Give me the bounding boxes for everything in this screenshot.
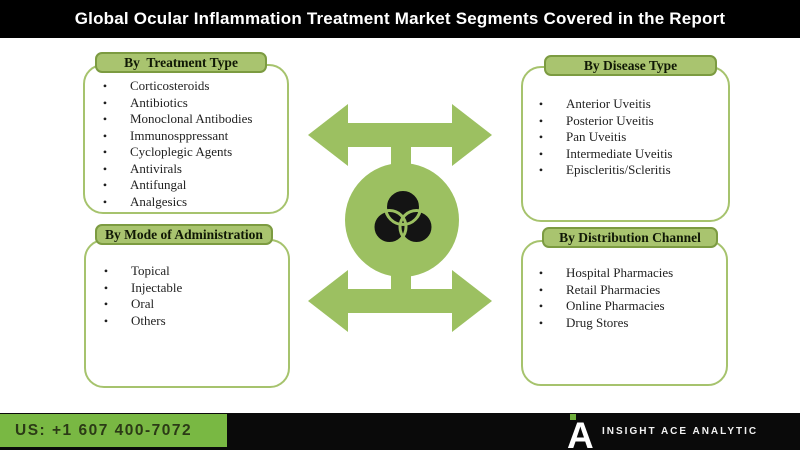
list-item: • Posterior Uveitis [535,113,722,130]
list-item-label: Hospital Pharmacies [566,265,674,280]
brand-logo-icon: A [567,414,594,449]
bullet-icon: • [102,112,108,126]
bullet-icon: • [538,130,544,144]
list-item-label: Oral [131,296,155,311]
list-item: • Antivirals [99,161,281,178]
bullet-icon: • [538,315,544,330]
box-disease-type: • Anterior Uveitis • Posterior Uveitis • Pan … [521,66,730,222]
bullet-icon: • [538,163,544,177]
bullet-icon: • [538,113,544,128]
bullet-icon: • [103,280,109,295]
bullet-icon: • [538,97,544,111]
list-item-label: Posterior Uveitis [566,112,654,128]
treatment-type-list: • Corticosteroids • Antibiotics • Monoclonal … [99,78,281,210]
list-item: • Others [100,313,282,330]
list-item-label: Others [131,312,166,328]
bullet-icon: • [102,161,108,176]
bullet-icon: • [103,264,109,278]
list-item: • Antibiotics [99,95,281,112]
list-item: • Topical [100,263,282,280]
brand-logo-letter: A [567,415,594,449]
bullet-icon: • [102,194,108,209]
list-item: • Pan Uveitis [535,129,722,146]
header-mode-of-administration: By Mode of Administration [95,224,273,245]
list-item-label: Episcleritis/Scleritis [566,162,671,177]
list-item: • Episcleritis/Scleritis [535,162,722,179]
list-item-label: Analgesics [130,193,188,209]
list-item-label: Antibiotics [130,94,188,110]
disease-type-list: • Anterior Uveitis • Posterior Uveitis • Pan … [535,96,722,179]
list-item-label: Drug Stores [566,314,629,330]
brand-name: INSIGHT ACE ANALYTIC [602,426,759,437]
list-item: • Cycloplegic Agents [99,144,281,161]
list-item: • Corticosteroids [99,78,281,95]
bullet-icon: • [538,299,544,313]
list-item: • Monoclonal Antibodies [99,111,281,128]
box-treatment-type: • Corticosteroids • Antibiotics • Monoclonal … [83,64,289,214]
bullet-icon: • [102,79,108,93]
bullet-icon: • [102,145,108,159]
list-item: • Online Pharmacies [535,298,720,315]
bullet-icon: • [538,146,544,161]
list-item-label: Corticosteroids [130,78,210,93]
list-item: • Immunosppressant [99,128,281,145]
list-item-label: Monoclonal Antibodies [130,111,253,126]
box-mode-of-administration: • Topical • Injectable • Oral • Others [84,239,290,388]
list-item: • Drug Stores [535,315,720,332]
title-bar: Global Ocular Inflammation Treatment Mar… [0,0,800,38]
list-item-label: Immunosppressant [130,127,229,143]
list-item: • Analgesics [99,194,281,211]
list-item-label: Intermediate Uveitis [566,145,673,161]
venn-diagram-icon [371,188,435,245]
bullet-icon: • [103,313,109,328]
distribution-channel-list: • Hospital Pharmacies • Retail Pharmacies • O… [535,265,720,331]
mode-of-administration-list: • Topical • Injectable • Oral • Others [100,263,282,329]
list-item: • Oral [100,296,282,313]
list-item: • Hospital Pharmacies [535,265,720,282]
double-arrow-top-icon [308,104,492,177]
list-item-label: Pan Uveitis [566,129,627,144]
footer-phone-panel: US: +1 607 400-7072 [0,414,227,447]
box-distribution-channel: • Hospital Pharmacies • Retail Pharmacies • O… [521,240,728,386]
list-item: • Anterior Uveitis [535,96,722,113]
list-item-label: Cycloplegic Agents [130,144,233,159]
header-disease-type: By Disease Type [544,55,717,76]
bullet-icon: • [103,297,109,311]
header-distribution-channel: By Distribution Channel [542,227,718,248]
list-item-label: Anterior Uveitis [566,96,651,111]
list-item-label: Antivirals [130,160,182,176]
list-item-label: Online Pharmacies [566,298,665,313]
bullet-icon: • [538,266,544,280]
bullet-icon: • [102,128,108,143]
list-item: • Intermediate Uveitis [535,146,722,163]
list-item: • Retail Pharmacies [535,282,720,299]
list-item-label: Injectable [131,279,183,295]
bullet-icon: • [538,282,544,297]
header-treatment-type-label: By Treatment Type [124,54,238,70]
header-treatment-type: By Treatment Type [95,52,267,73]
center-cross-arrows-graphic [308,104,492,332]
page-title: Global Ocular Inflammation Treatment Mar… [74,9,726,28]
list-item: • Injectable [100,280,282,297]
list-item-label: Topical [131,263,170,278]
list-item-label: Retail Pharmacies [566,281,661,297]
list-item: • Antifungal [99,177,281,194]
list-item-label: Antifungal [130,177,187,192]
bullet-icon: • [102,95,108,110]
header-distribution-channel-label: By Distribution Channel [559,229,701,245]
phone-number: US: +1 607 400-7072 [15,421,193,439]
header-mode-of-administration-label: By Mode of Administration [105,226,263,242]
bullet-icon: • [102,178,108,192]
header-disease-type-label: By Disease Type [583,57,678,73]
